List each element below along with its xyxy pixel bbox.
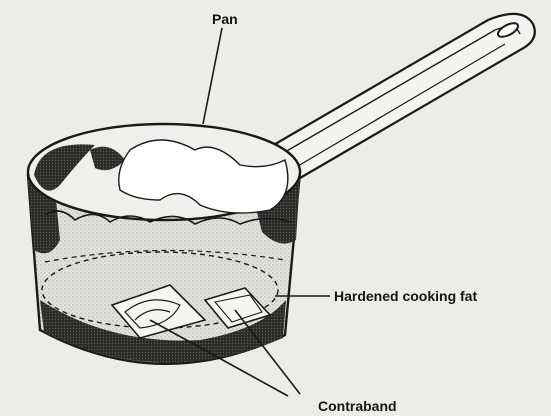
label-contraband: Contraband [318, 399, 397, 413]
pan-leader-line [203, 28, 222, 124]
label-hardened-fat: Hardened cooking fat [334, 289, 477, 303]
pan-handle [265, 14, 535, 178]
label-pan: Pan [212, 12, 238, 26]
